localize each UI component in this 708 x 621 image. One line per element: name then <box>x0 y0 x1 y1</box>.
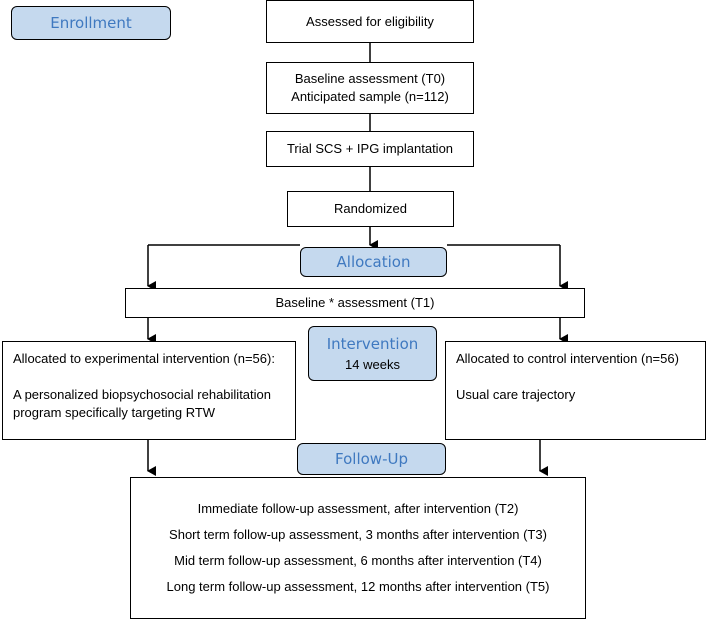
trial-scs-box: Trial SCS + IPG implantation <box>266 131 474 167</box>
randomized-box: Randomized <box>287 191 454 227</box>
stage-enrollment: Enrollment <box>11 6 171 40</box>
trial-scs-text: Trial SCS + IPG implantation <box>286 141 454 156</box>
baseline-t0-box: Baseline assessment (T0) Anticipated sam… <box>266 62 474 114</box>
follow-up-t3: Short term follow-up assessment, 3 month… <box>169 527 547 542</box>
baseline-t0-line2: Anticipated sample (n=112) <box>291 89 449 104</box>
baseline-t1-text: Baseline * assessment (T1) <box>275 295 435 310</box>
control-arm-description: Usual care trajectory <box>456 387 576 402</box>
experimental-arm-title: Allocated to experimental intervention (… <box>13 351 275 366</box>
control-arm-box: Allocated to control intervention (n=56)… <box>445 341 706 440</box>
stage-allocation-label: Allocation <box>336 253 411 271</box>
follow-up-box: Immediate follow-up assessment, after in… <box>130 477 586 619</box>
eligibility-box: Assessed for eligibility <box>266 0 474 43</box>
stage-enrollment-label: Enrollment <box>50 14 132 32</box>
follow-up-t4: Mid term follow-up assessment, 6 months … <box>174 553 542 568</box>
stage-follow-up: Follow-Up <box>297 443 446 475</box>
experimental-arm-description: A personalized biopsychosocial rehabilit… <box>13 387 271 420</box>
follow-up-t5: Long term follow-up assessment, 12 month… <box>166 579 550 594</box>
control-arm-title: Allocated to control intervention (n=56) <box>456 351 679 366</box>
baseline-t0-line1: Baseline assessment (T0) <box>294 71 446 86</box>
baseline-t1-box: Baseline * assessment (T1) <box>125 288 585 318</box>
experimental-arm-box: Allocated to experimental intervention (… <box>2 341 296 440</box>
eligibility-text: Assessed for eligibility <box>306 13 434 29</box>
intervention-duration: 14 weeks <box>345 357 400 372</box>
randomized-text: Randomized <box>334 201 407 216</box>
stage-intervention-label: Intervention <box>326 335 419 353</box>
stage-follow-up-label: Follow-Up <box>335 450 408 468</box>
stage-intervention: Intervention 14 weeks <box>308 326 437 381</box>
stage-allocation: Allocation <box>300 247 447 277</box>
follow-up-t2: Immediate follow-up assessment, after in… <box>197 501 519 516</box>
